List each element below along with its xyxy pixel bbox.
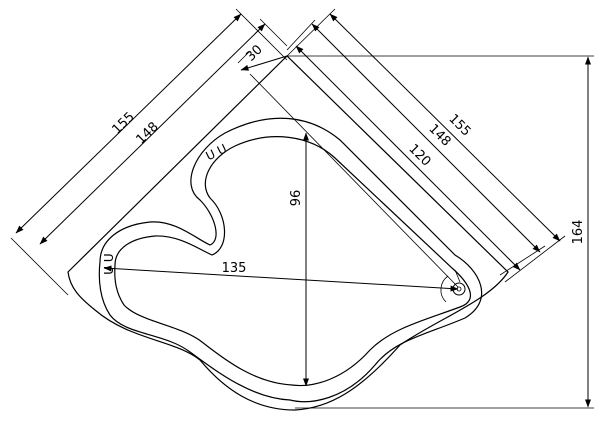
- back-offset-dim-line: [240, 55, 288, 71]
- width-dim-line: [103, 265, 459, 292]
- left-ext-line-2: [235, 8, 288, 61]
- left-inner-dim-line: [39, 23, 266, 245]
- left-dimensions: 155 148 30: [10, 8, 288, 296]
- right-ext-line-1: [286, 8, 336, 57]
- basin: [114, 136, 471, 387]
- upper-mark: U U: [204, 141, 229, 163]
- left-outer-label: 155: [109, 109, 137, 137]
- height-label: 164: [571, 220, 586, 245]
- right-dimensions: 155 148 120: [286, 8, 566, 283]
- right-basin-label: 120: [405, 141, 433, 169]
- right-inner-dim-line: [311, 23, 541, 253]
- back-offset-ext: [237, 50, 251, 64]
- inner-lip: [98, 117, 483, 403]
- left-mark: U U: [102, 253, 116, 274]
- right-outer-dim-line: [329, 13, 561, 242]
- outer-rim: [67, 55, 509, 411]
- height-dimension: 164: [287, 55, 594, 409]
- depth-label: 96: [289, 190, 304, 207]
- right-ext-line-2: [286, 19, 316, 51]
- width-label: 135: [222, 261, 247, 276]
- drain-tick: [454, 269, 461, 283]
- depth-dimension: 96: [289, 132, 309, 387]
- back-offset-label: 30: [243, 42, 265, 64]
- left-inner-label: 148: [133, 119, 161, 147]
- width-dimension: 135: [103, 261, 459, 292]
- drain-arc: [440, 275, 449, 303]
- bathtub-outline: [67, 55, 509, 411]
- right-ext-line-3: [504, 235, 566, 283]
- right-basin-dim-line: [295, 45, 521, 271]
- diagonal-construction-line: [249, 73, 459, 288]
- left-ext-line-3: [259, 18, 288, 47]
- left-ext-line-1: [10, 237, 69, 296]
- right-ext-line-4: [499, 245, 546, 276]
